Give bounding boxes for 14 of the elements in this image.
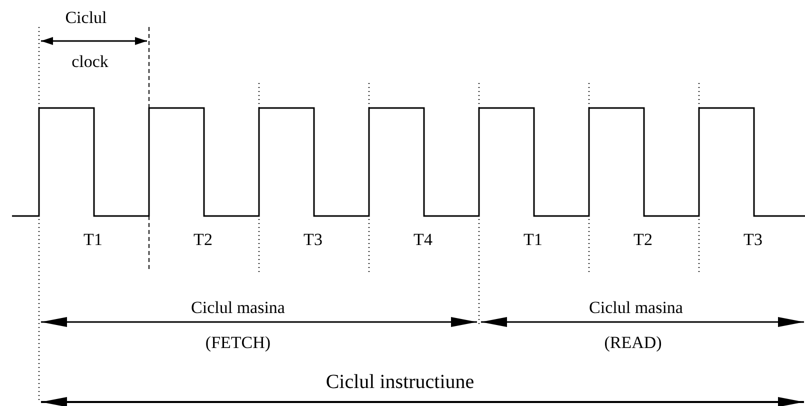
cycle-label: Ciclul masina: [191, 299, 285, 316]
state-label: T2: [194, 231, 212, 248]
cycle-label: (FETCH): [205, 334, 271, 351]
state-label: T4: [414, 231, 432, 248]
cycle-label: Ciclul masina: [589, 299, 683, 316]
cycle-label: (READ): [604, 334, 662, 351]
state-label: T3: [304, 231, 322, 248]
period-label: Ciclul: [65, 9, 107, 26]
period-label: clock: [72, 53, 108, 70]
state-label: T2: [634, 231, 652, 248]
state-label: T3: [744, 231, 762, 248]
state-label: T1: [524, 231, 542, 248]
state-label: T1: [84, 231, 102, 248]
cycle-label: Ciclul instructiune: [326, 372, 474, 392]
